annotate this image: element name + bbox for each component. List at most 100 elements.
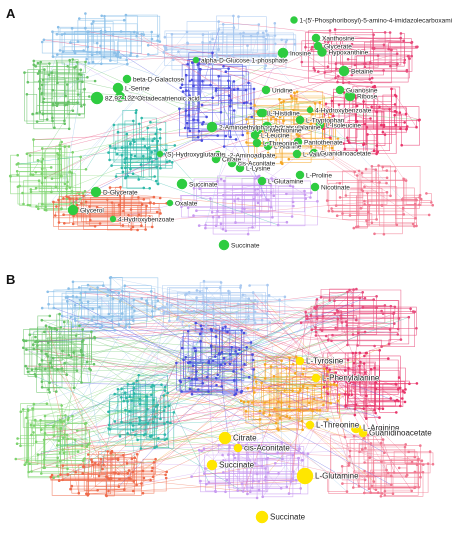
network-node	[263, 363, 267, 366]
network-node	[328, 299, 331, 302]
network-node	[363, 491, 366, 495]
network-node	[405, 127, 409, 131]
network-edge	[24, 72, 53, 122]
network-edge	[133, 173, 279, 226]
network-node	[22, 346, 25, 350]
network-node	[163, 35, 167, 39]
network-node	[328, 136, 332, 139]
network-node	[55, 328, 59, 332]
network-edge	[85, 201, 101, 224]
network-node	[56, 53, 59, 56]
network-node	[156, 139, 159, 143]
network-node	[314, 334, 318, 337]
network-node	[250, 115, 253, 119]
network-node	[262, 412, 265, 415]
network-edge	[126, 134, 150, 189]
network-node	[323, 112, 327, 116]
network-node	[413, 455, 417, 459]
network-node	[127, 469, 131, 472]
network-node	[414, 217, 417, 220]
network-node	[278, 98, 281, 101]
network-node	[267, 294, 271, 297]
network-node	[26, 367, 29, 370]
network-edge	[322, 297, 365, 317]
network-node	[413, 203, 417, 206]
network-edge	[367, 475, 394, 494]
network-node	[403, 58, 407, 62]
network-node	[228, 444, 231, 448]
network-node	[150, 225, 154, 229]
network-node	[130, 315, 134, 319]
network-node	[116, 458, 120, 462]
network-node	[138, 122, 141, 126]
network-edge	[371, 166, 421, 196]
network-node	[374, 488, 378, 492]
network-edge	[373, 460, 422, 482]
network-node	[163, 152, 166, 156]
network-node	[148, 434, 152, 438]
network-edge	[261, 382, 331, 404]
network-node	[144, 228, 147, 231]
network-node	[50, 177, 54, 180]
network-node	[113, 51, 116, 55]
network-node	[153, 415, 157, 419]
highlighted-metabolite-node	[358, 428, 368, 438]
network-node	[273, 134, 276, 138]
network-node	[113, 392, 116, 396]
network-node	[38, 80, 41, 83]
network-edge	[342, 213, 377, 220]
network-node	[406, 125, 409, 128]
network-edge	[224, 357, 235, 395]
network-node	[247, 123, 250, 126]
network-edge	[222, 198, 254, 230]
network-node	[390, 483, 393, 487]
network-node	[58, 312, 61, 316]
network-node	[211, 58, 215, 61]
network-node	[29, 423, 33, 427]
network-node	[25, 459, 29, 462]
network-node	[307, 50, 311, 53]
network-edge	[113, 112, 137, 126]
network-node	[108, 144, 112, 148]
network-node	[242, 101, 246, 105]
network-edge	[27, 74, 50, 83]
network-node	[395, 223, 399, 227]
network-edge	[264, 292, 363, 365]
network-node	[120, 396, 123, 399]
network-node	[364, 446, 367, 450]
metabolite-label: Guanidinoacetate	[369, 429, 432, 438]
network-node	[253, 177, 257, 180]
network-node	[280, 60, 283, 63]
network-node	[122, 453, 125, 457]
network-node	[401, 397, 404, 400]
network-node	[40, 181, 44, 185]
network-edge	[365, 353, 370, 489]
network-node	[62, 197, 65, 200]
network-node	[330, 39, 333, 43]
network-node	[256, 187, 260, 191]
network-node	[82, 338, 85, 342]
network-node	[70, 356, 73, 359]
network-edge	[351, 70, 384, 76]
network-node	[78, 324, 81, 328]
network-node	[264, 475, 267, 479]
network-node	[246, 232, 250, 236]
network-edge	[58, 315, 307, 442]
network-edge	[26, 53, 398, 155]
network-edge	[259, 410, 303, 430]
network-node	[209, 345, 213, 348]
network-node	[114, 147, 117, 150]
network-node	[327, 107, 330, 111]
highlighted-metabolite-node	[261, 121, 273, 133]
network-node	[373, 408, 376, 412]
network-edge	[262, 480, 304, 497]
network-node	[162, 51, 165, 54]
network-node	[369, 491, 372, 494]
network-edge	[68, 67, 75, 103]
network-edge	[223, 194, 253, 228]
network-node	[399, 36, 403, 40]
network-node	[220, 385, 223, 388]
network-node	[128, 395, 132, 398]
network-node	[52, 306, 56, 310]
network-node	[292, 204, 295, 208]
